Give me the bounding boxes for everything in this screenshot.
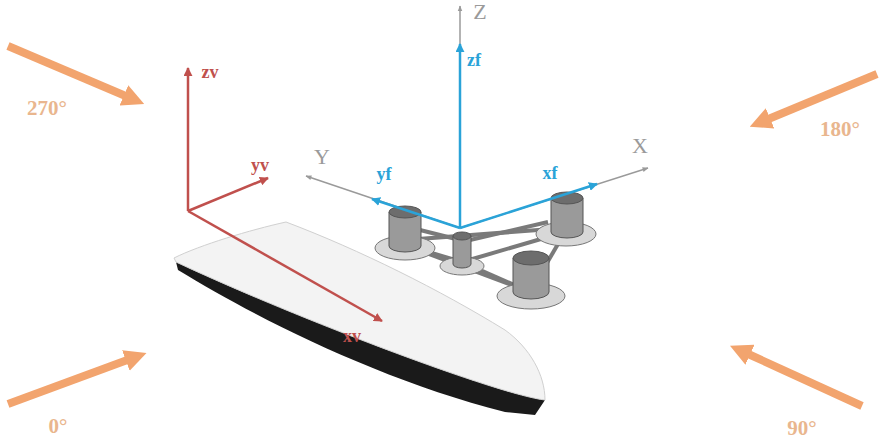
- floating-platform: [375, 192, 596, 309]
- axis-label: Z: [473, 1, 486, 23]
- axis-label: X: [632, 135, 648, 157]
- axis-label: zv: [202, 63, 219, 81]
- direction-label: 90°: [787, 418, 816, 439]
- direction-label: 270°: [27, 98, 67, 119]
- direction-label: 0°: [49, 416, 68, 437]
- global-axes: [306, 6, 648, 228]
- axis-label: xf: [543, 164, 558, 182]
- direction-arrows: [8, 46, 877, 406]
- axis-label: yf: [377, 165, 392, 183]
- axis-label: yv: [251, 156, 269, 174]
- axis-label: zf: [467, 51, 481, 69]
- direction-label: 180°: [820, 119, 860, 140]
- vessel-axes: [188, 68, 382, 321]
- axis-label: Y: [314, 146, 330, 168]
- axis-label: xv: [343, 327, 361, 345]
- vessel: [174, 222, 545, 415]
- platform-axes: [372, 44, 597, 228]
